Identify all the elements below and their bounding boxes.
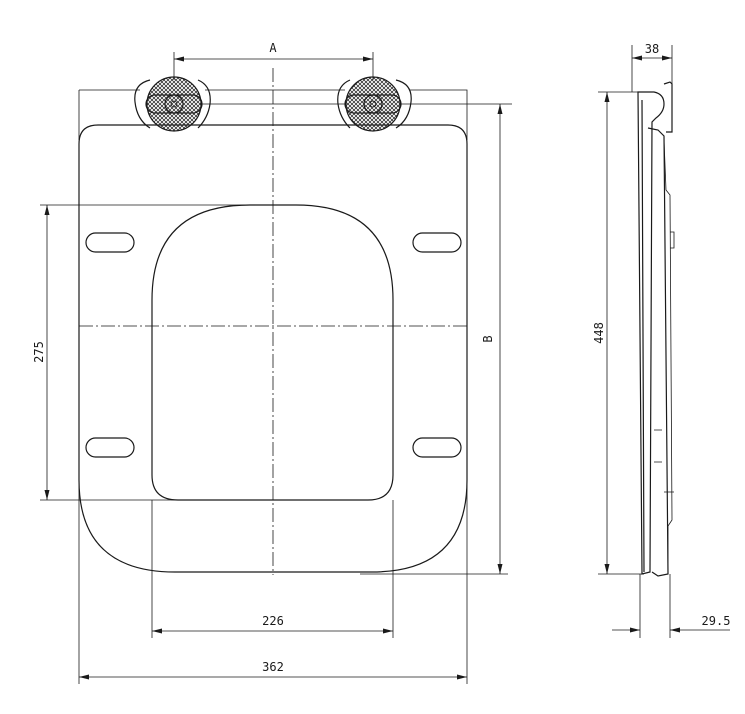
dimension-total-length: 448 bbox=[592, 91, 644, 575]
buffer-slot-bottom-left bbox=[85, 437, 135, 458]
dim-29-5-label: 29.5 bbox=[702, 614, 731, 628]
dimension-hinge-depth: 38 bbox=[631, 42, 673, 92]
dim-275-label: 275 bbox=[32, 341, 46, 363]
dimension-seat-width: 362 bbox=[78, 480, 468, 684]
side-profile-outer bbox=[637, 91, 665, 575]
dimension-a: A bbox=[173, 41, 374, 80]
dim-a-label: A bbox=[269, 41, 277, 55]
seat-opening bbox=[151, 204, 394, 501]
dimension-opening-width: 226 bbox=[151, 500, 394, 638]
dimension-opening-length: 275 bbox=[32, 204, 255, 501]
hinge-left bbox=[134, 76, 211, 132]
dimension-thickness: 29.5 bbox=[612, 574, 730, 638]
dim-448-label: 448 bbox=[592, 322, 606, 344]
buffer-slot-bottom-right bbox=[412, 437, 462, 458]
side-profile-inner bbox=[641, 99, 669, 577]
hinge-plate bbox=[663, 81, 673, 133]
front-view: A B 275 226 bbox=[32, 41, 512, 684]
buffer-slot-top-right bbox=[412, 232, 462, 253]
seat-outline bbox=[78, 124, 468, 573]
dim-226-label: 226 bbox=[262, 614, 284, 628]
dim-b-label: B bbox=[481, 335, 495, 342]
dim-38-label: 38 bbox=[645, 42, 659, 56]
side-details bbox=[654, 231, 675, 493]
seat-top-frame bbox=[78, 89, 468, 140]
side-view: 38 448 29.5 bbox=[592, 42, 730, 638]
dim-362-label: 362 bbox=[262, 660, 284, 674]
buffer-slot-top-left bbox=[85, 232, 135, 253]
side-profile-rim bbox=[663, 139, 673, 570]
dimension-b: B bbox=[360, 104, 508, 575]
